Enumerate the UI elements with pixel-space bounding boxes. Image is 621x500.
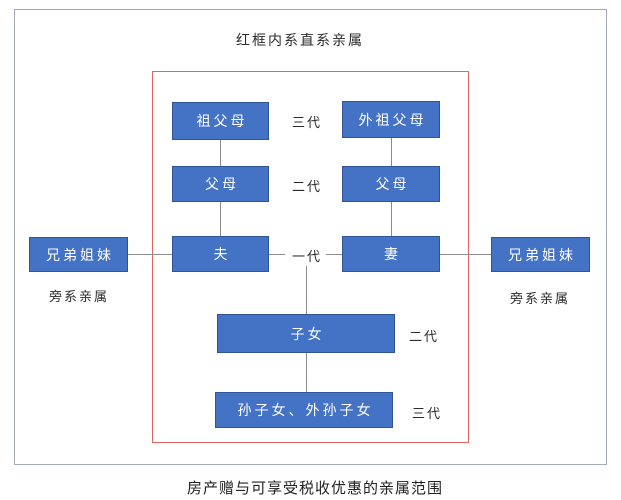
node-maternal-grandparents: 外祖父母 [342,101,440,138]
connector-children-grandchildren [306,353,307,392]
label-generation2-top: 二代 [291,180,322,195]
node-husband-parents: 父母 [172,166,269,202]
label-generation1-middle: 一代 [291,250,322,265]
node-grandchildren: 孙子女、外孙子女 [215,392,393,428]
connector-siblings-husband [128,254,172,255]
node-paternal-grandparents: 祖父母 [172,102,269,140]
connector-grandparents-parents-left [220,140,221,166]
connector-parents-husband [220,202,221,236]
direct-relatives-red-frame [152,71,469,443]
label-generation3-top: 三代 [291,116,322,131]
node-children: 子女 [217,314,395,353]
connector-wife-siblings [440,254,491,255]
label-collateral-relatives-left: 旁系亲属 [48,290,109,305]
node-husband: 夫 [172,236,269,272]
label-generation3-bottom: 三代 [411,407,442,422]
connector-husband-gen1 [269,254,285,255]
node-wife-parents: 父母 [342,166,440,202]
node-siblings-left: 兄弟姐妹 [29,237,128,272]
connector-parents-wife [391,202,392,236]
diagram-caption: 房产赠与可享受税收优惠的亲属范围 [186,479,443,497]
label-generation2-bottom: 二代 [408,330,439,345]
connector-couple-children [306,266,307,314]
node-siblings-right: 兄弟姐妹 [491,237,590,272]
label-collateral-relatives-right: 旁系亲属 [509,292,570,307]
connector-grandparents-parents-right [391,138,392,166]
diagram-title: 红框内系直系亲属 [236,33,364,49]
connector-gen1-wife [326,254,342,255]
node-wife: 妻 [342,236,440,272]
